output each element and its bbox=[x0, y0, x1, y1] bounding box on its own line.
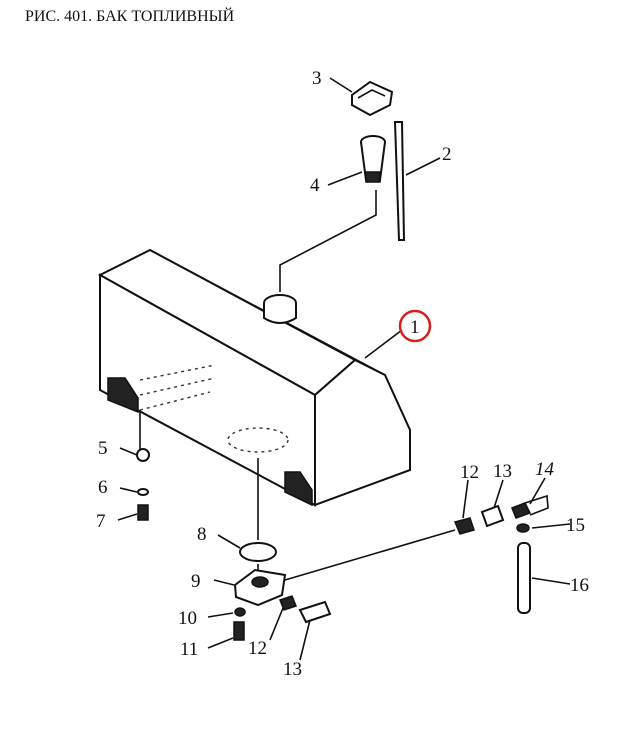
callout-4: 4 bbox=[310, 175, 320, 196]
callout-6: 6 bbox=[98, 477, 108, 498]
callout-8: 8 bbox=[197, 524, 207, 545]
callout-16: 16 bbox=[570, 575, 589, 596]
callout-2: 2 bbox=[442, 144, 452, 165]
callout-14: 14 bbox=[535, 459, 555, 480]
leader-lines bbox=[117, 77, 571, 661]
callout-15: 15 bbox=[566, 515, 585, 536]
gasket bbox=[239, 542, 277, 562]
elbow-14 bbox=[511, 502, 532, 519]
callout-13-right: 13 bbox=[493, 461, 512, 482]
callout-12-bottom: 12 bbox=[248, 638, 267, 659]
clamp-15 bbox=[516, 523, 530, 533]
fuel-tank bbox=[97, 248, 411, 507]
callout-7: 7 bbox=[96, 511, 106, 532]
callout-13-bottom: 13 bbox=[283, 659, 302, 680]
filler-strainer bbox=[360, 135, 386, 183]
bolt-7 bbox=[137, 504, 149, 521]
valve-13-right bbox=[480, 504, 505, 528]
callout-labels: 1 2 3 4 5 6 7 8 9 10 11 12 13 12 13 14 1… bbox=[96, 68, 589, 680]
highlight-circle bbox=[398, 309, 432, 343]
callout-10: 10 bbox=[178, 608, 197, 629]
drain-cover bbox=[233, 568, 287, 607]
washer-6 bbox=[137, 488, 149, 496]
callout-11: 11 bbox=[180, 639, 198, 660]
callout-3: 3 bbox=[312, 68, 322, 89]
callout-5: 5 bbox=[98, 438, 108, 459]
washer-5 bbox=[136, 448, 150, 462]
figure-title: РИС. 401. БАК ТОПЛИВНЫЙ bbox=[25, 8, 235, 25]
gauge-rod bbox=[393, 121, 406, 241]
callout-12-right: 12 bbox=[460, 462, 479, 483]
hose-16 bbox=[517, 542, 531, 614]
bolt-11 bbox=[233, 621, 245, 641]
washer-10 bbox=[234, 607, 246, 617]
callout-9: 9 bbox=[191, 571, 201, 592]
callout-1: 1 bbox=[410, 317, 420, 338]
fitting-12-right bbox=[453, 517, 475, 535]
filler-cap bbox=[351, 80, 394, 117]
fitting-12 bbox=[279, 595, 297, 611]
valve-13 bbox=[298, 600, 332, 624]
